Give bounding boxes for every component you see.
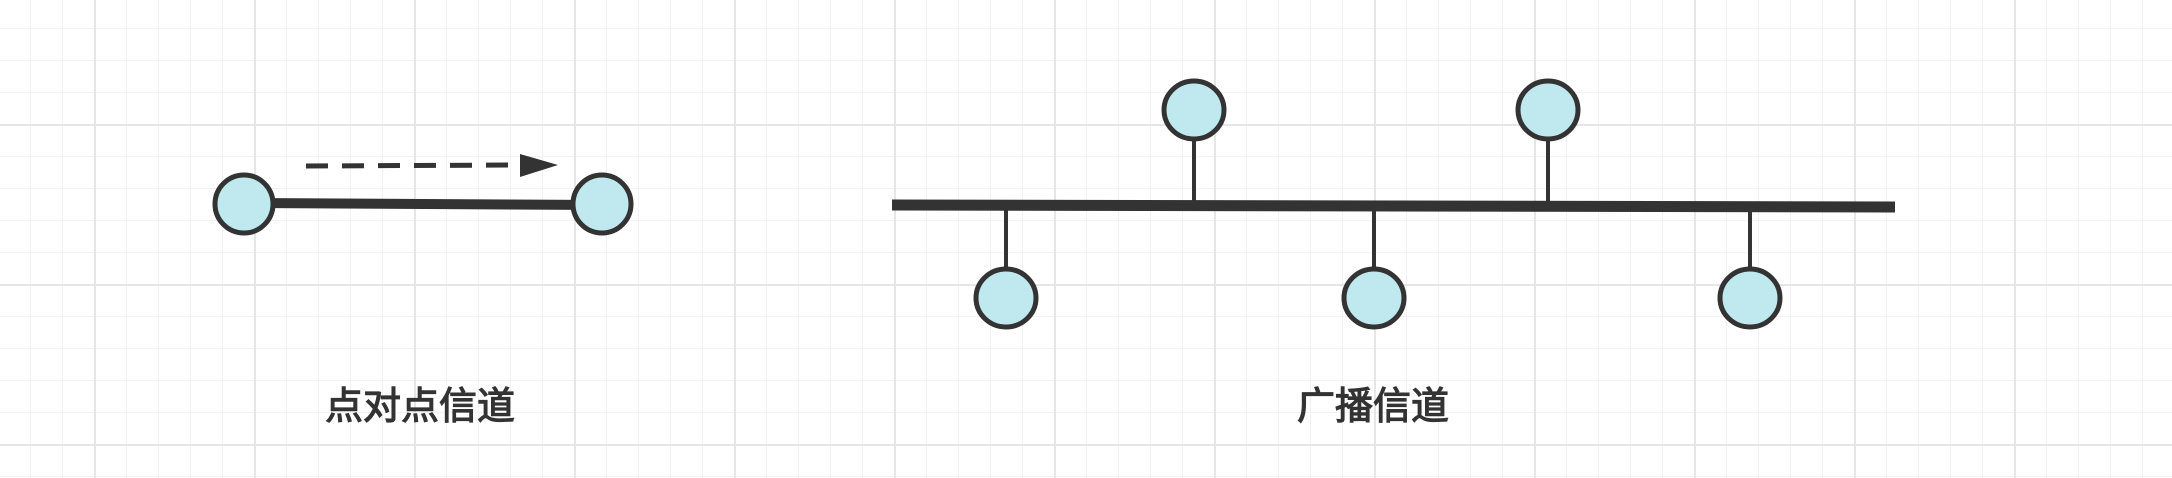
broadcast-node — [973, 266, 1039, 330]
broadcast-node — [1515, 78, 1581, 142]
broadcast-label: 广播信道 — [1296, 384, 1450, 428]
broadcast-node — [1341, 266, 1407, 330]
point-to-point-channel — [212, 154, 634, 236]
broadcast-bus — [891, 199, 1896, 213]
point-to-point-label: 点对点信道 — [324, 384, 516, 428]
p2p-direction-arrow — [305, 162, 521, 169]
broadcast-node — [1717, 266, 1783, 330]
p2p-node-right — [570, 172, 634, 236]
p2p-arrowhead — [520, 154, 558, 177]
broadcast-node — [1161, 78, 1227, 142]
p2p-node-left — [212, 172, 276, 236]
broadcast-channel — [891, 78, 1896, 330]
p2p-link — [243, 198, 603, 210]
